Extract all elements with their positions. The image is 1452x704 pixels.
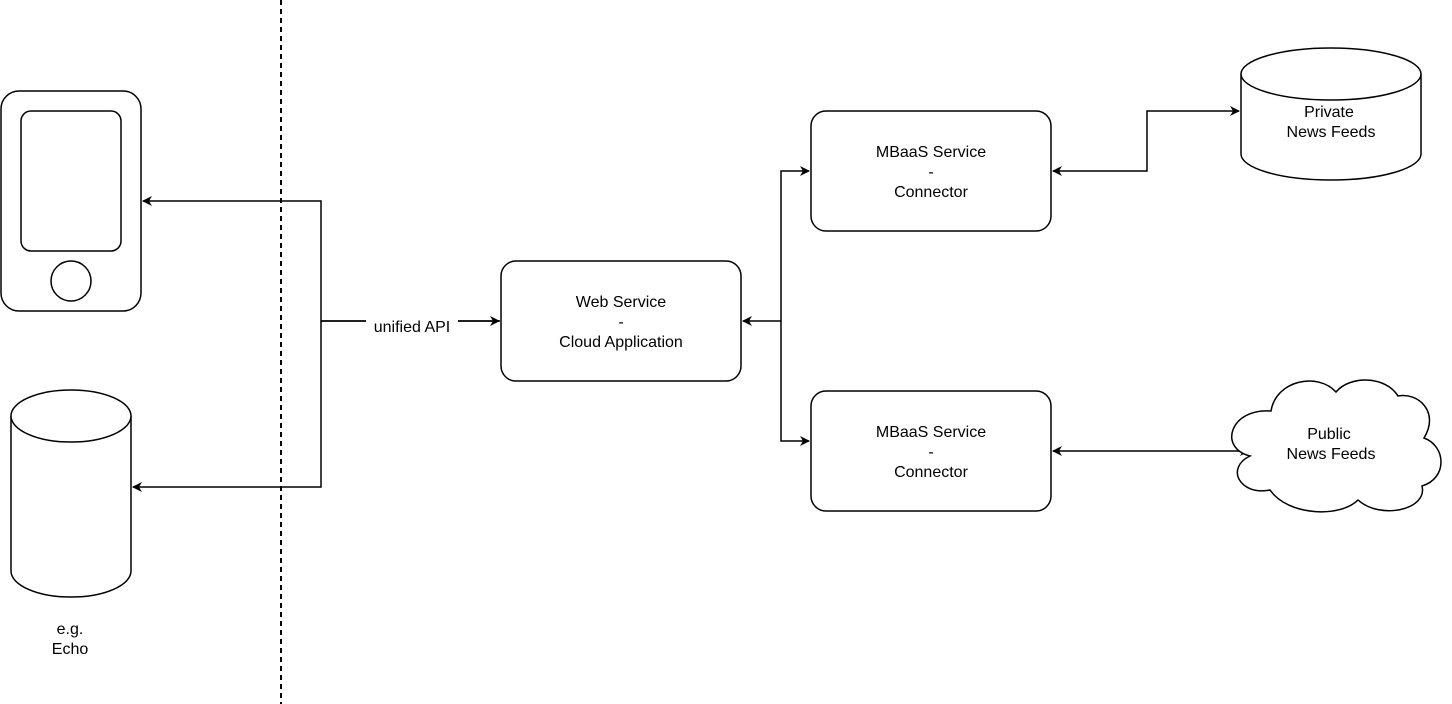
web-service-line3: Cloud Application <box>559 334 683 351</box>
connector-mbaas-to-private-feeds <box>1052 106 1240 176</box>
connector-web-to-mbaas-bottom <box>780 321 810 446</box>
unified-api-label: unified API <box>374 319 451 336</box>
mbaas-bottom-line3: Connector <box>894 464 968 481</box>
public-feeds-line2: News Feeds <box>1287 446 1376 463</box>
public-news-feeds-cloud-icon <box>1231 379 1442 513</box>
edge-label-bg <box>366 312 458 334</box>
private-feeds-line1: Private <box>1304 104 1354 121</box>
web-service-box <box>500 260 742 382</box>
mbaas-service-bottom-box <box>810 390 1052 512</box>
echo-label-line2: Echo <box>52 641 89 658</box>
smartphone-icon <box>0 90 142 312</box>
mbaas-bottom-line1: MBaaS Service <box>876 424 986 441</box>
public-feeds-line1: Public <box>1307 426 1351 443</box>
mbaas-top-line3: Connector <box>894 184 968 201</box>
private-feeds-line2: News Feeds <box>1287 124 1376 141</box>
echo-device-cylinder <box>10 389 132 598</box>
connector-web-to-mbaas-top <box>742 166 810 326</box>
mbaas-top-line2: - <box>928 164 933 181</box>
web-service-line1: Web Service <box>576 294 667 311</box>
web-service-line2: - <box>618 314 623 331</box>
mbaas-service-top-box <box>810 110 1052 232</box>
mbaas-top-line1: MBaaS Service <box>876 144 986 161</box>
connector-api-to-echo <box>132 321 322 492</box>
private-news-feeds-database <box>1240 47 1422 181</box>
connector-api-to-phone <box>142 196 500 322</box>
mbaas-bottom-line2: - <box>928 444 933 461</box>
echo-label-line1: e.g. <box>57 621 84 638</box>
